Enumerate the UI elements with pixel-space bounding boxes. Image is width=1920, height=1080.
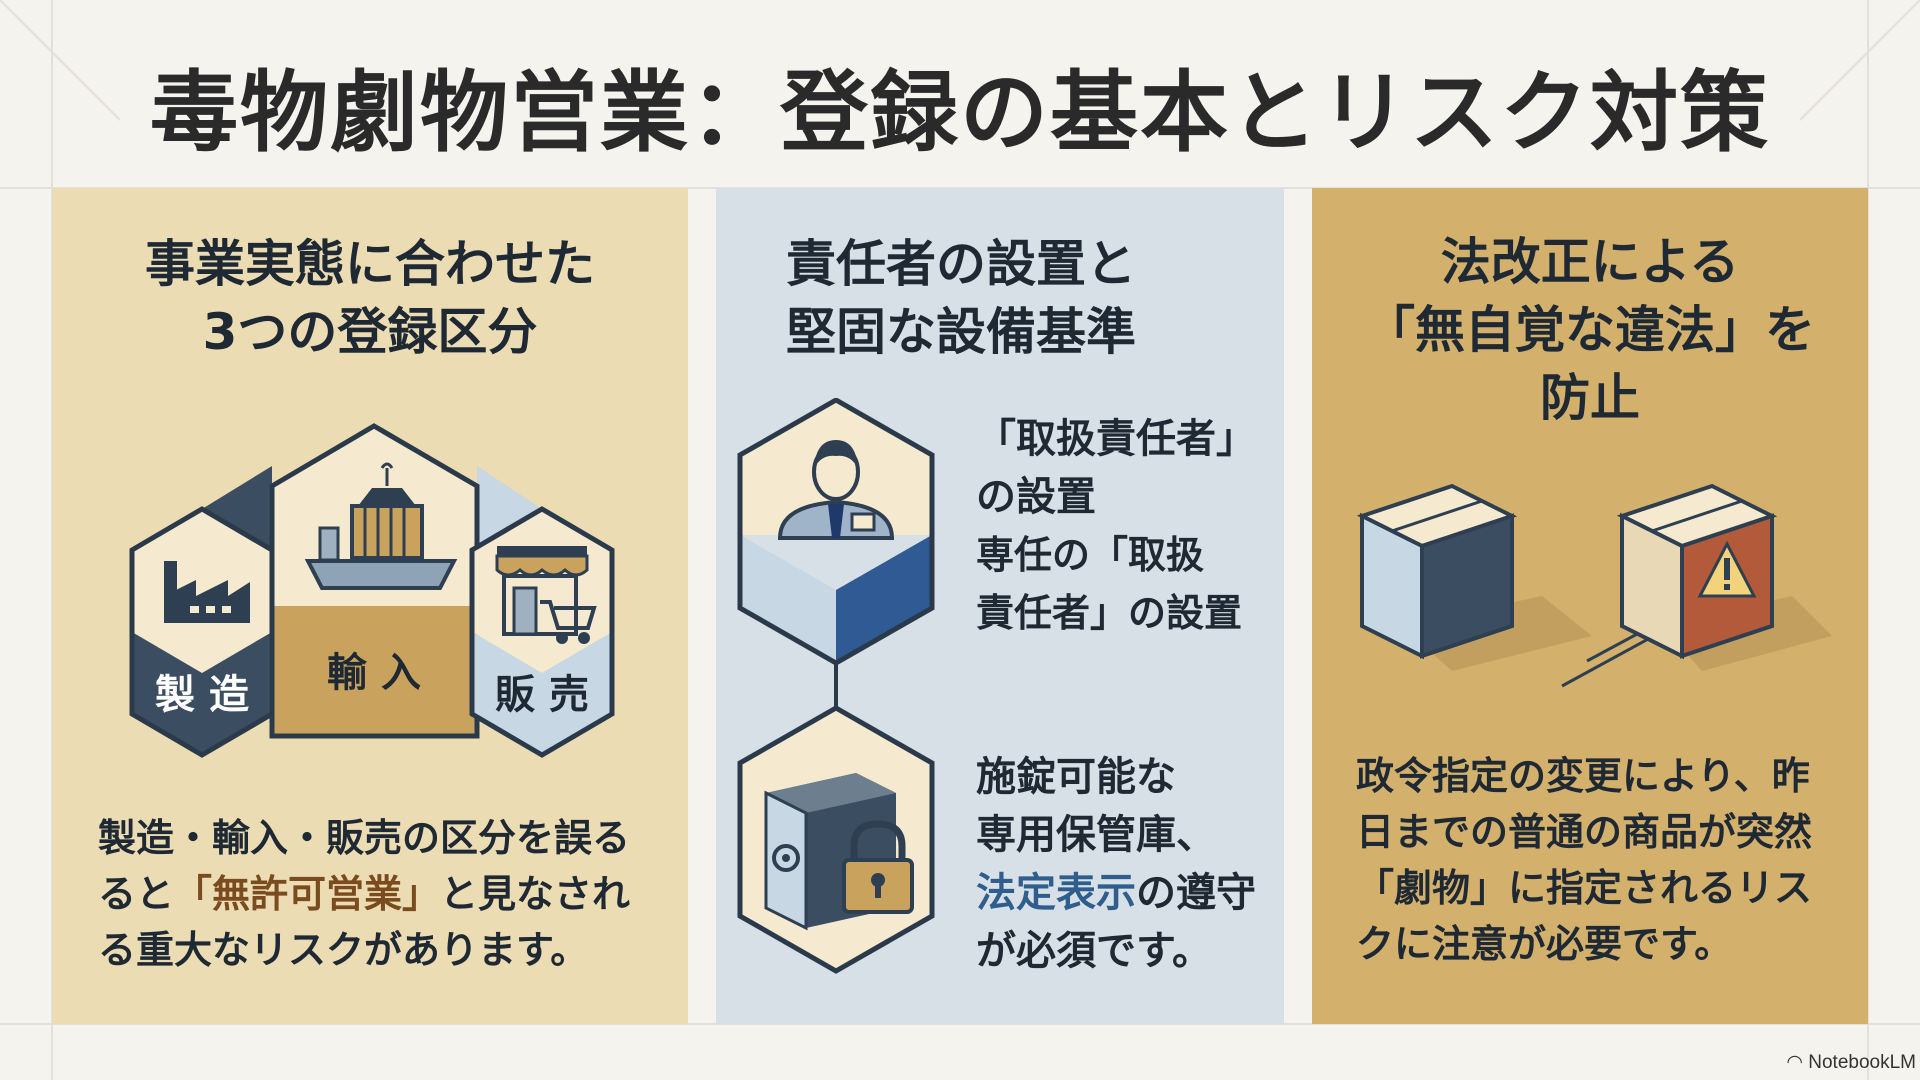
person-icon	[777, 440, 895, 540]
boxes-illustration	[1356, 483, 1832, 688]
box-icon	[1356, 483, 1592, 671]
hex-sales: 販 売	[469, 506, 615, 758]
panel-registration-categories: 事業実態に合わせた 3つの登録区分 製 造	[52, 188, 688, 1024]
registration-hex-diagram: 製 造 輸 入	[129, 423, 615, 758]
panel-body-text: 製造・輸入・販売の区分を誤る ると「無許可営業」と見なされ る重大なリスクがあり…	[98, 816, 631, 972]
hex-manager	[737, 398, 935, 666]
hex-storage	[737, 705, 935, 974]
box-icon	[1616, 483, 1832, 671]
padlock-icon	[842, 820, 914, 914]
panel-body-text: 政令指定の変更により、昨 日までの普通の商品が突然 「劇物」に指定されるリス ク…	[1356, 754, 1813, 966]
hex-label-import: 輸 入	[327, 650, 421, 696]
notebooklm-watermark: ◠ NotebookLM	[1786, 1052, 1916, 1073]
highlight-unlicensed: 「無許可営業」	[174, 872, 441, 916]
hex-label-manufacture: 製 造	[155, 672, 249, 718]
hex-label-sales: 販 売	[495, 672, 589, 718]
warning-icon	[1697, 540, 1757, 598]
panel-heading: 責任者の設置と 堅固な設備基準	[786, 235, 1136, 361]
cargo-ship-icon	[304, 462, 458, 590]
highlight-legal-labeling: 法定表示	[976, 870, 1136, 916]
hex-import: 輸 入	[269, 423, 480, 739]
page-title: 毒物劇物営業：登録の基本とリスク対策	[149, 61, 1770, 164]
storage-item: 施錠可能な 専用保管庫、 法定表示の遵守 が必須です。	[976, 754, 1256, 974]
shopping-cart-icon	[540, 600, 597, 644]
manager-item: 「取扱責任者」 の設置 専任の「取扱 責任者」の設置	[976, 416, 1256, 635]
manager-safe-diagram	[737, 398, 935, 974]
panel-manager-and-facilities: 責任者の設置と 堅固な設備基準	[716, 188, 1284, 1024]
hex-manufacture: 製 造	[129, 506, 275, 758]
factory-icon	[164, 561, 250, 623]
panel-law-revision-risk: 法改正による 「無自覚な違法」を 防止	[1312, 188, 1868, 1024]
storefront-icon	[495, 546, 589, 636]
panel-heading: 事業実態に合わせた 3つの登録区分	[145, 235, 595, 361]
panel-heading: 法改正による 「無自覚な違法」を 防止	[1365, 233, 1815, 427]
